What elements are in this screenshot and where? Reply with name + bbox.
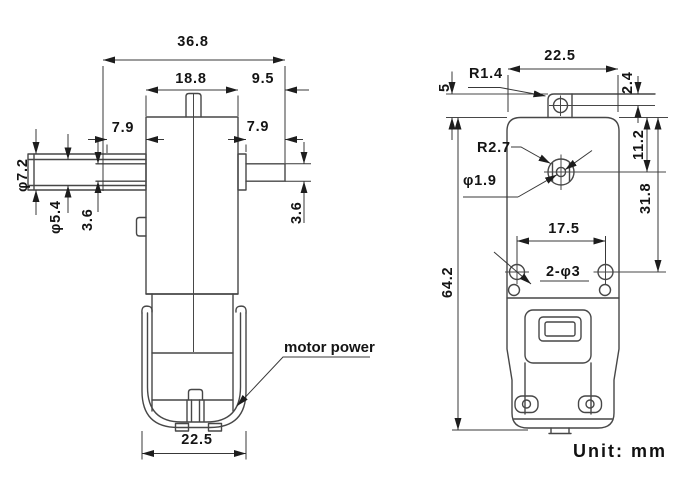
front-small-hole-left	[507, 283, 521, 297]
front-motor-can-outline	[506, 297, 620, 429]
dim-17-5-ext	[516, 236, 606, 263]
front-view	[446, 93, 668, 435]
mount-holes-leader-arrow	[493, 251, 532, 285]
dim-22-5-side-label: 22.5	[181, 432, 212, 448]
front-mount-hole-centerlines	[505, 260, 666, 284]
side-motor-can-lines	[151, 352, 234, 401]
dim-64-2-label: 64.2	[440, 267, 456, 298]
front-strap-tab-hole-right	[585, 399, 595, 409]
front-view-dimensions	[448, 65, 662, 431]
front-bottom-nub	[548, 427, 572, 435]
side-gearbox-body	[145, 116, 239, 295]
side-crimp-tab-right	[207, 422, 223, 432]
front-strap-clip-latch	[538, 316, 582, 342]
side-strap-outer	[141, 312, 247, 429]
r2-7-leader	[511, 146, 551, 164]
front-gearbox-body	[506, 116, 620, 299]
dim-36-8-label: 36.8	[177, 34, 208, 50]
dim-9-5-label: 9.5	[252, 71, 275, 87]
drawing-labels: 36.8 18.8 9.5 7.9 7.9 φ7.2 φ5.4 3.6 3.6 …	[15, 34, 667, 461]
side-rear-collar	[237, 153, 247, 191]
front-ear-outline	[547, 93, 656, 119]
dim-18-8-label: 18.8	[175, 71, 206, 87]
dim-22-5-front-ext	[507, 75, 619, 112]
dim-2-4-label: 2.4	[620, 71, 636, 94]
r1-4-leader	[468, 87, 546, 98]
side-mount-lug	[135, 216, 147, 237]
front-small-hole-right	[598, 283, 612, 297]
dim-22-5-front-label: 22.5	[544, 48, 575, 64]
motor-power-leader	[236, 356, 370, 407]
dim-5-label: 5	[437, 83, 453, 92]
side-strap-curl-left	[141, 305, 153, 314]
motor-power-label: motor power	[284, 339, 375, 356]
side-view-dimensions	[32, 56, 370, 460]
dim-36-8-ext	[102, 66, 286, 191]
mount-holes-label: 2-φ3	[546, 264, 581, 280]
d1-9-leader-arrow2	[564, 150, 593, 171]
dim-22-5-side-ext	[141, 431, 247, 460]
side-view	[27, 92, 286, 432]
r2-7-label: R2.7	[477, 140, 511, 156]
front-strap-tab-hole-left	[521, 399, 532, 409]
d1-9-leader-arrow1	[517, 174, 558, 198]
side-front-shaft-diameter-lines	[27, 158, 147, 187]
side-strap-curl-right	[235, 305, 247, 314]
dim-7-9-rear-label: 7.9	[247, 119, 270, 135]
dim-d7-2-label: φ7.2	[15, 158, 31, 192]
unit-note: Unit: mm	[573, 441, 667, 461]
dim-31-8-label: 31.8	[638, 183, 654, 214]
dim-18-8-ext	[145, 95, 239, 116]
dim-11-2-label: 11.2	[631, 129, 647, 160]
dim-7-9-front-label: 7.9	[112, 120, 135, 136]
front-strap-sides	[524, 362, 592, 415]
front-strap-clip-outer	[524, 309, 592, 364]
dim-3-6-rear-ext	[285, 163, 311, 182]
d1-9-label: φ1.9	[463, 173, 497, 189]
front-strap-end-tab-right	[577, 395, 603, 414]
r1-4-label: R1.4	[469, 66, 503, 82]
dim-3-6-front-label: 3.6	[80, 208, 96, 231]
side-commutator-tab	[187, 388, 204, 401]
front-strap-clip-latch-inner	[544, 321, 576, 337]
side-front-shaft-outer	[27, 153, 147, 191]
front-strap-end-tab-left	[514, 395, 539, 414]
side-crimp-tab-left	[174, 422, 190, 432]
side-ear-tab	[185, 92, 202, 118]
front-shaft-centerlines	[544, 154, 666, 190]
side-rear-shaft	[245, 163, 286, 182]
side-brush-tube	[186, 399, 205, 423]
dim-d5-4-label: φ5.4	[48, 200, 64, 234]
dim-17-5-label: 17.5	[548, 221, 579, 237]
dim-3-6-rear-label: 3.6	[289, 201, 305, 224]
side-front-shaft-flat-lines	[95, 163, 147, 182]
